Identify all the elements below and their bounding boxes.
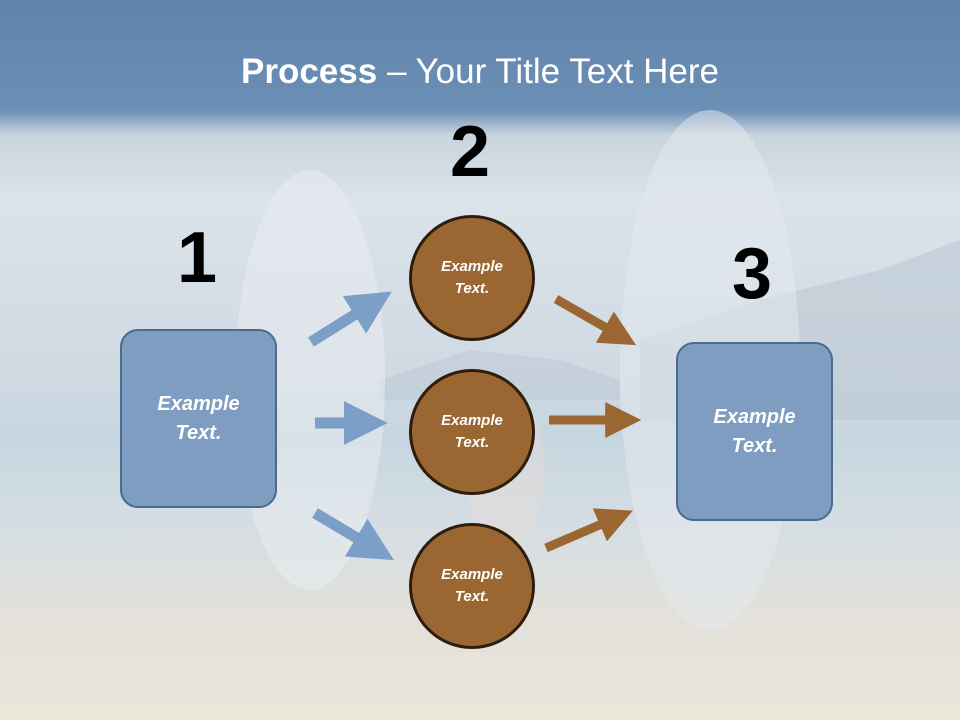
left-text-box[interactable]: Example Text. <box>120 329 277 508</box>
step-number-1: 1 <box>177 218 218 298</box>
right-text-box[interactable]: Example Text. <box>676 342 833 521</box>
process-circle-bottom[interactable]: Example Text. <box>409 523 535 649</box>
process-circle-top[interactable]: Example Text. <box>409 215 535 341</box>
step-number-2: 2 <box>450 112 491 192</box>
page-title: Process – Your Title Text Here <box>0 52 960 92</box>
circle-label: Example Text. <box>441 411 503 452</box>
process-circle-middle[interactable]: Example Text. <box>409 369 535 495</box>
step-number-3: 3 <box>732 234 773 314</box>
left-box-label: Example Text. <box>157 392 240 444</box>
arrow-down-right-brown <box>553 295 637 346</box>
arrow-up-right-brown <box>544 508 633 553</box>
arrow-down-right-blue <box>312 508 395 561</box>
circle-label: Example Text. <box>441 565 503 606</box>
right-box-label: Example Text. <box>713 405 796 457</box>
circle-label: Example Text. <box>441 257 503 298</box>
title-bold: Process <box>241 52 378 91</box>
title-rest: – Your Title Text Here <box>377 52 719 91</box>
arrow-up-right-blue <box>308 291 392 347</box>
